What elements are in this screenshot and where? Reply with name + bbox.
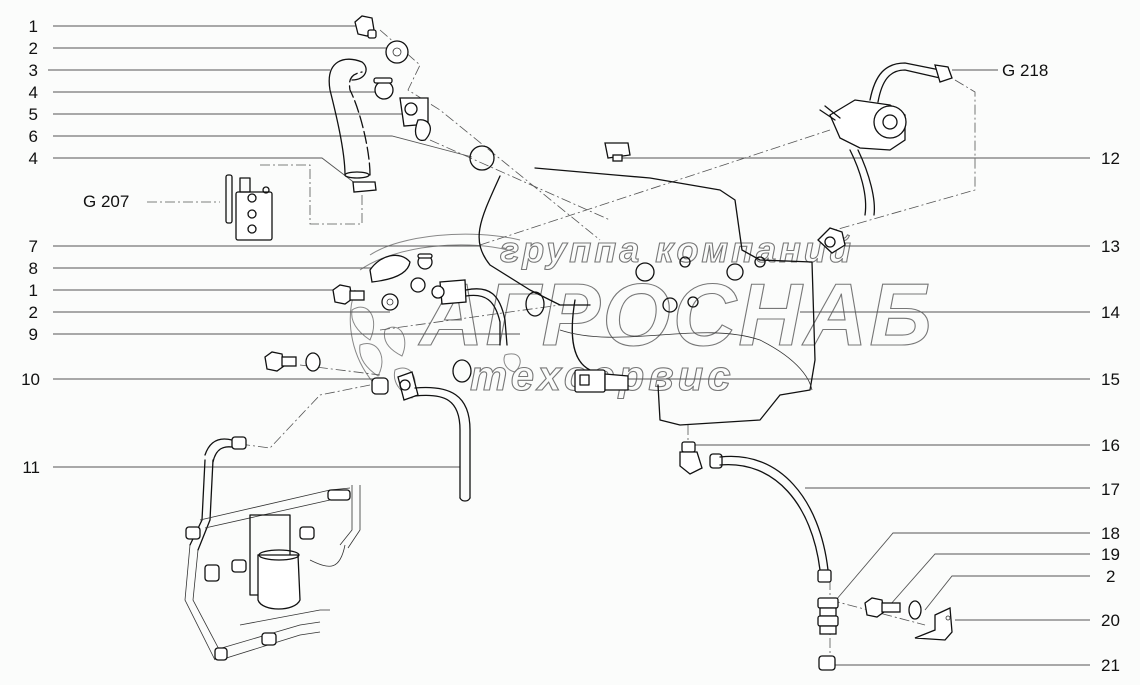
callout-8: 8 xyxy=(28,259,38,278)
part-13-fitting xyxy=(817,227,846,254)
callout-12: 12 xyxy=(1101,149,1120,168)
callout-18: 18 xyxy=(1101,524,1120,543)
callout-7: 7 xyxy=(28,237,38,256)
leader-lines-left xyxy=(48,25,520,468)
part-filter-assembly xyxy=(184,436,361,661)
callout-15: 15 xyxy=(1101,370,1120,389)
callout-21: 21 xyxy=(1101,656,1120,675)
part-18-union xyxy=(817,597,839,635)
part-g207-valve-block xyxy=(225,174,273,241)
callout-g207: G 207 xyxy=(83,192,130,211)
callout-11: 11 xyxy=(22,458,40,477)
callout-4b: 4 xyxy=(28,149,38,168)
callout-g218: G 218 xyxy=(1002,61,1049,80)
part-15-sensor xyxy=(574,369,629,393)
callout-2: 2 xyxy=(28,39,38,58)
part-2-washer-3 xyxy=(908,600,922,620)
callout-1b: 1 xyxy=(28,281,38,300)
part-20-bracket xyxy=(914,607,953,641)
part-12-filler-cap xyxy=(604,142,631,162)
callout-17: 17 xyxy=(1101,480,1120,499)
callout-5: 5 xyxy=(28,105,38,124)
callout-3: 3 xyxy=(28,61,38,80)
part-4-clamp xyxy=(373,77,394,100)
callout-2c: 2 xyxy=(1106,567,1116,586)
part-8-clamp-2 xyxy=(410,277,426,293)
part-5-flange xyxy=(399,97,431,142)
part-2-washer xyxy=(385,40,409,64)
callout-6: 6 xyxy=(28,127,38,146)
callout-14: 14 xyxy=(1101,303,1120,322)
part-g218-pump xyxy=(819,62,953,216)
watermark: группа компаний АГРОСНАБ техсервис xyxy=(349,228,934,400)
part-10-bolt xyxy=(264,351,297,372)
part-o-ring-2 xyxy=(525,291,545,317)
watermark-line2: АГРОСНАБ xyxy=(418,265,934,364)
callout-2b: 2 xyxy=(28,303,38,322)
part-8-clamp xyxy=(417,253,433,270)
callout-4: 4 xyxy=(28,83,38,102)
leader-lines-right xyxy=(620,69,1090,666)
callout-10: 10 xyxy=(21,370,40,389)
part-19-bolt xyxy=(864,597,901,618)
part-10-fitting xyxy=(371,371,419,401)
part-7-hose xyxy=(369,254,411,283)
part-9-flange xyxy=(431,279,508,346)
callout-9: 9 xyxy=(28,325,38,344)
part-16-elbow xyxy=(679,441,723,475)
part-o-ring-3 xyxy=(452,359,472,383)
watermark-line1: группа компаний xyxy=(500,229,854,270)
part-tank xyxy=(478,167,816,426)
part-21-nut xyxy=(818,655,836,671)
callout-19: 19 xyxy=(1101,545,1120,564)
callout-13: 13 xyxy=(1101,237,1120,256)
part-1-plug xyxy=(354,15,377,39)
part-4-clamp-lower xyxy=(352,181,377,193)
part-2-washer-2 xyxy=(381,293,399,311)
callout-16: 16 xyxy=(1101,436,1120,455)
callout-20: 20 xyxy=(1101,611,1120,630)
part-17-hose xyxy=(719,455,832,583)
part-1-bolt xyxy=(332,284,365,305)
part-10-washer xyxy=(305,352,321,372)
callout-1: 1 xyxy=(28,17,38,36)
part-3-hose xyxy=(328,58,371,179)
part-11-pipe xyxy=(414,386,471,502)
part-6-o-ring xyxy=(469,145,495,171)
